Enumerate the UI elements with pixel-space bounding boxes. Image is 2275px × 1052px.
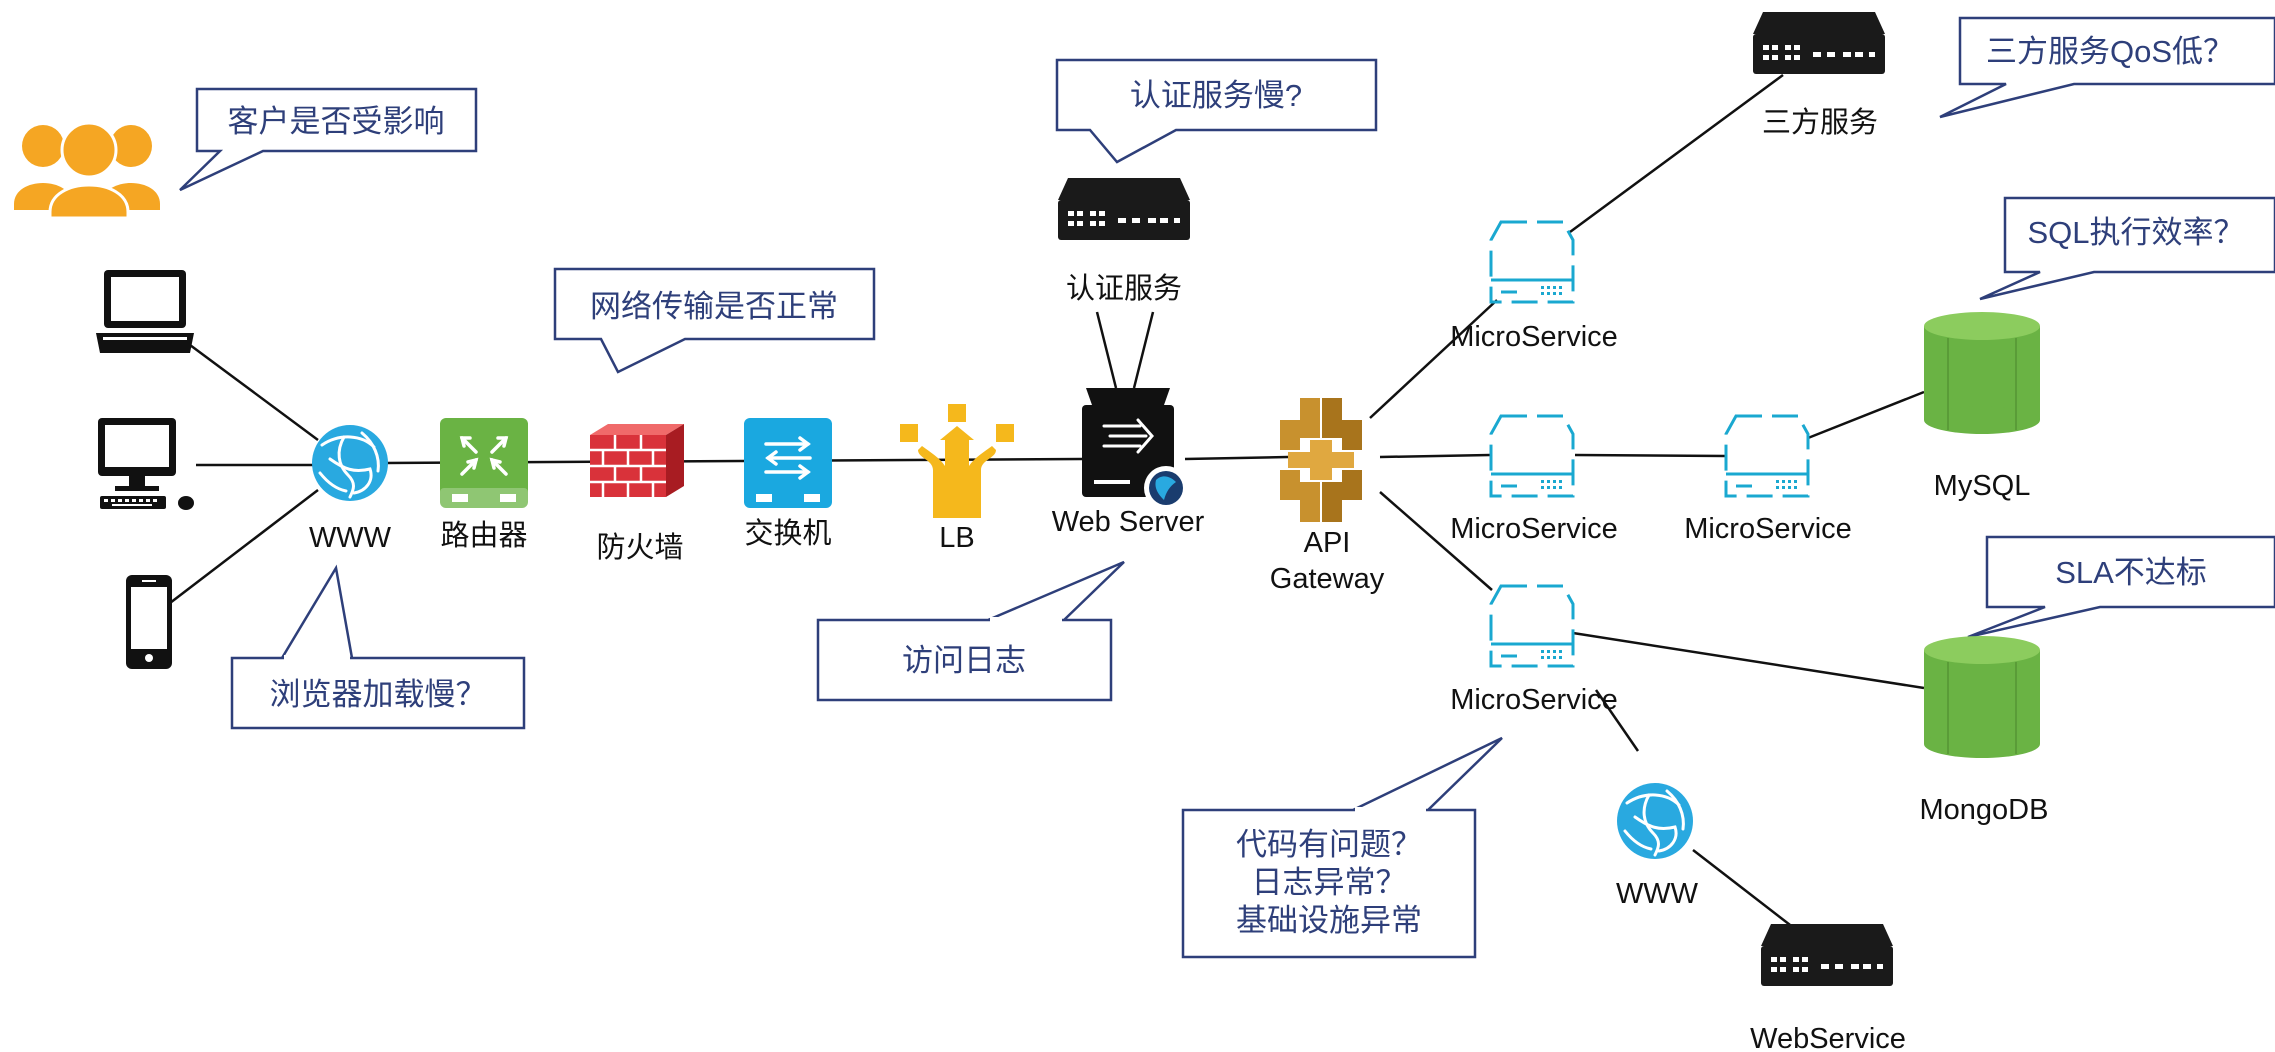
label-microservice-top: MicroService <box>1450 321 1618 353</box>
label-microservice-mid: MicroService <box>1450 513 1618 545</box>
label-www-2: WWW <box>1616 878 1699 910</box>
label-third-party: 三方服务 <box>1762 106 1878 139</box>
callout-customers: 客户是否受影响 <box>228 104 445 139</box>
callout-sla-bubble <box>1967 535 2275 639</box>
callout-code-issue-line3: 基础设施异常 <box>1236 903 1422 938</box>
phone-icon <box>126 575 172 669</box>
callout-sla: SLA不达标 <box>2055 555 2207 590</box>
auth-service-appliance-icon <box>1058 178 1190 240</box>
label-router: 路由器 <box>440 519 527 552</box>
label-mysql: MySQL <box>1934 470 2031 502</box>
microservice-icon <box>1489 414 1575 498</box>
callout-auth: 认证服务慢? <box>1130 78 1302 113</box>
callout-customers-bubble <box>179 87 478 192</box>
callout-sql: SQL执行效率？ <box>2027 215 2244 250</box>
label-webservice: WebService <box>1750 1023 1906 1052</box>
callout-browser-bubble <box>230 564 526 730</box>
label-microservice-bottom: MicroService <box>1450 684 1618 716</box>
laptop-icon <box>96 270 194 353</box>
callout-qos-bubble <box>1939 16 2275 119</box>
third-party-appliance-icon <box>1753 12 1885 74</box>
callout-browser: 浏览器加载慢？ <box>270 677 487 712</box>
server-icon <box>1082 388 1188 510</box>
callout-joint-mask <box>990 617 1062 623</box>
callout-joint-mask <box>284 655 350 661</box>
callout-qos: 三方服务QoS低？ <box>1986 34 2234 69</box>
label-switch: 交换机 <box>744 517 831 550</box>
callout-auth-bubble <box>1055 58 1378 164</box>
mysql-database-icon <box>1923 311 2041 435</box>
switch-icon <box>744 418 832 508</box>
microservice-icon <box>1489 584 1575 668</box>
load-balancer-icon <box>900 404 1014 518</box>
users-icon <box>14 121 160 220</box>
label-api-gateway-line1: API <box>1304 527 1351 559</box>
callouts <box>179 16 2275 959</box>
callout-network: 网络传输是否正常 <box>590 289 838 324</box>
microservice-icon <box>1724 414 1810 498</box>
webservice-appliance-icon <box>1761 924 1893 986</box>
callout-texts: 客户是否受影响 网络传输是否正常 浏览器加载慢？ 认证服务慢? 访问日志 代码有… <box>228 34 2245 938</box>
callout-joint-mask <box>1355 807 1426 813</box>
globe-icon <box>1615 781 1695 861</box>
callout-code-issue-line2: 日志异常？ <box>1252 865 1407 900</box>
callout-access-log-bubble <box>816 560 1125 702</box>
label-firewall: 防火墙 <box>596 531 683 564</box>
callout-access-log: 访问日志 <box>902 643 1026 678</box>
label-mongodb: MongoDB <box>1920 794 2049 826</box>
callout-network-bubble <box>553 267 876 374</box>
label-microservice-right: MicroService <box>1684 513 1852 545</box>
label-lb: LB <box>939 522 974 554</box>
microservice-icon <box>1489 220 1575 304</box>
label-auth-service: 认证服务 <box>1066 272 1182 305</box>
firewall-icon <box>590 424 684 497</box>
label-www-1: WWW <box>309 522 392 554</box>
desktop-icon <box>98 418 194 510</box>
router-icon <box>440 418 528 508</box>
globe-icon <box>310 423 390 503</box>
label-web-server: Web Server <box>1052 506 1205 538</box>
mongodb-database-icon <box>1923 635 2041 759</box>
label-api-gateway-line2: Gateway <box>1270 563 1385 595</box>
callout-sql-bubble <box>1979 196 2275 301</box>
callout-code-issue-line1: 代码有问题？ <box>1236 827 1422 862</box>
api-gateway-icon <box>1280 398 1362 522</box>
node-labels: WWW 路由器 防火墙 交换机 LB Web Server 认证服务 API G… <box>309 106 2049 1052</box>
